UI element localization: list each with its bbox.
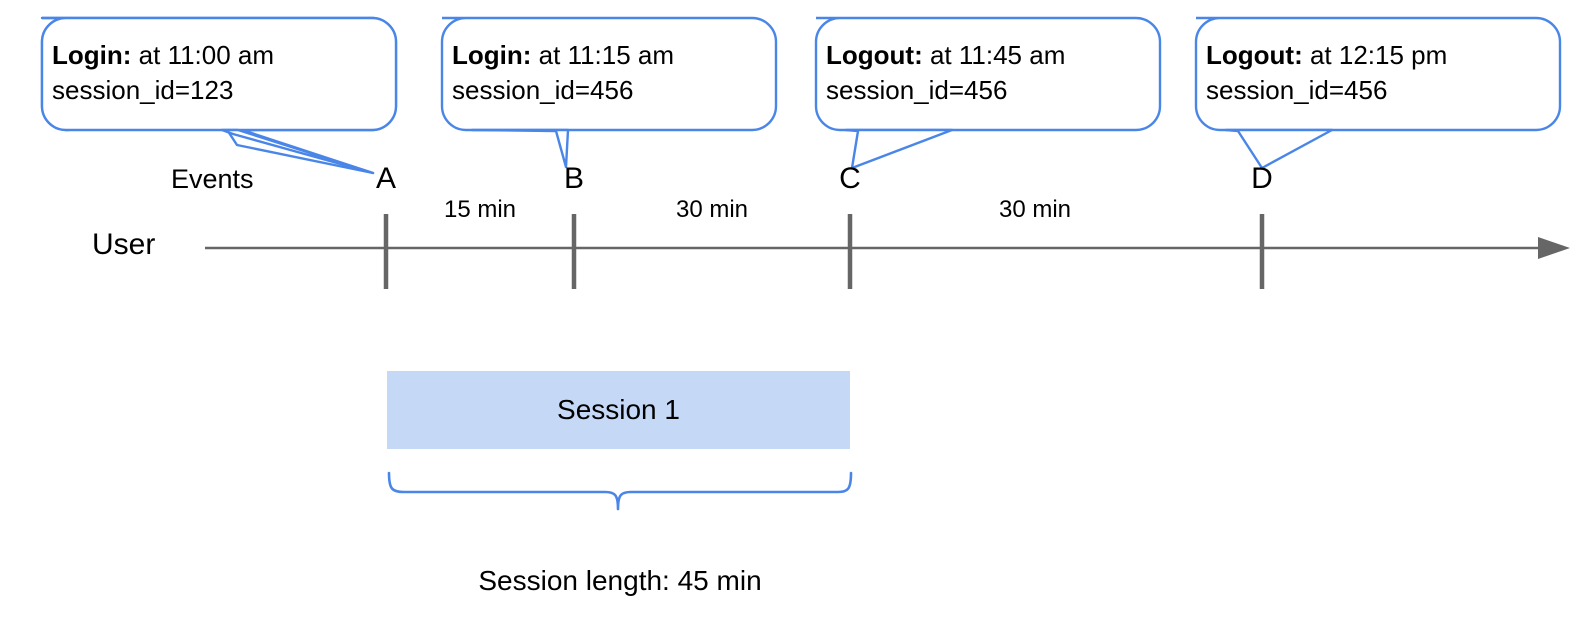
events-row-label: Events: [171, 164, 254, 194]
callout-a-session-id: session_id=123: [52, 75, 234, 105]
callout-a-event-time: at 11:00 am: [138, 40, 275, 70]
interval-label-bc: 30 min: [675, 196, 749, 223]
marker-label-a: A: [375, 162, 396, 195]
session-bar-rect: [387, 371, 850, 449]
session-bar: Session 1: [387, 371, 850, 449]
marker-label-b: B: [563, 162, 584, 195]
session-length-label: Session length: 45 min: [478, 565, 762, 596]
callout-b-shape: [440, 16, 778, 169]
marker-label-d: D: [1251, 162, 1273, 195]
callout-d-event-label: Logout:: [1206, 40, 1303, 70]
session-brace: [387, 471, 853, 511]
callout-d-text: Logout: at 12:15 pm session_id=456: [1206, 38, 1447, 108]
callout-c-shape: [814, 16, 1162, 170]
callout-c-event-time: at 11:45 am: [929, 40, 1066, 70]
callout-c-session-id: session_id=456: [826, 75, 1008, 105]
callout-d-shape: [1194, 16, 1562, 170]
callout-c-text: Logout: at 11:45 am session_id=456: [826, 38, 1065, 108]
interval-label-cd: 30 min: [998, 196, 1072, 223]
user-track-label: User: [92, 228, 156, 261]
callout-b-text: Login: at 11:15 am session_id=456: [452, 38, 674, 108]
callout-b-session-id: session_id=456: [452, 75, 634, 105]
callout-c-event-label: Logout:: [826, 40, 923, 70]
callout-b-event-time: at 11:15 am: [538, 40, 675, 70]
event-markers: [383, 214, 1265, 289]
callout-d-event-time: at 12:15 pm: [1309, 40, 1448, 70]
timeline-axis: [205, 237, 1570, 259]
marker-label-c: C: [839, 162, 861, 195]
callout-a-shape: [40, 16, 398, 175]
interval-label-ab: 15 min: [443, 196, 517, 223]
callout-a-event-label: Login:: [52, 40, 132, 70]
callout-b-event-label: Login:: [452, 40, 532, 70]
callout-a-text: Login: at 11:00 am session_id=123: [52, 38, 274, 108]
callout-d-session-id: session_id=456: [1206, 75, 1388, 105]
session-bar-label: Session 1: [557, 394, 680, 425]
